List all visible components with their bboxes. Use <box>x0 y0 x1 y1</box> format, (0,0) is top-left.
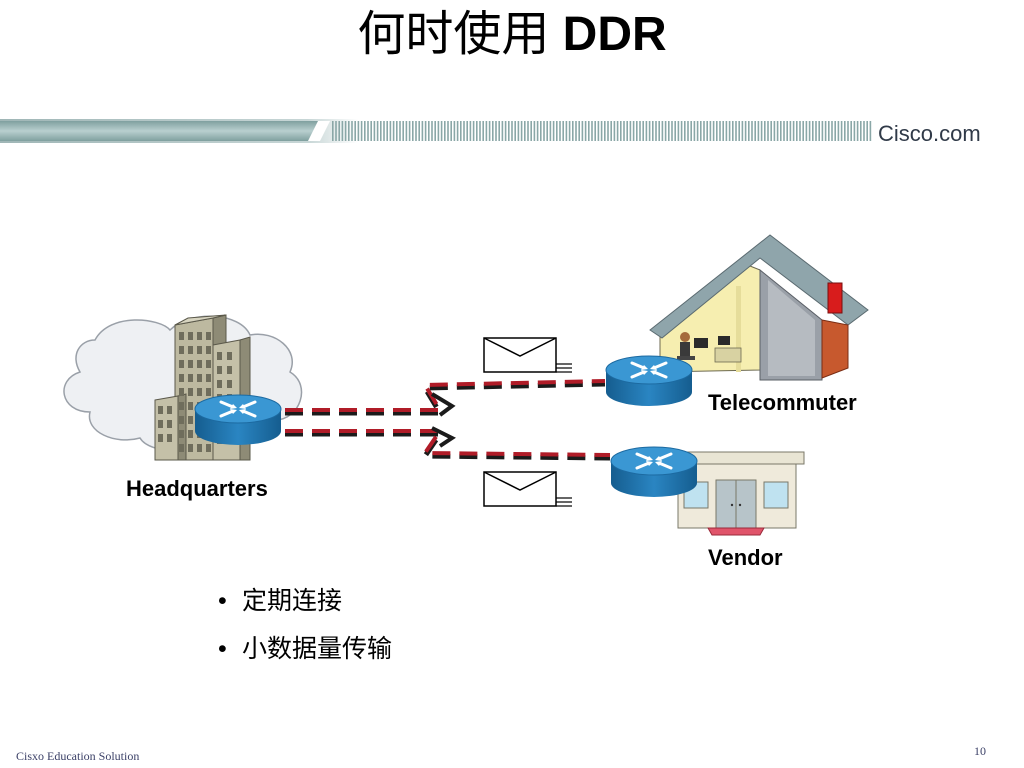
dialup-link-vendor <box>285 426 611 461</box>
label-headquarters: Headquarters <box>126 476 268 501</box>
telecommuter-house-icon <box>649 234 869 381</box>
bullet-dot-icon: • <box>218 587 227 615</box>
bullet-text: 定期连接 <box>242 586 343 615</box>
bullet-list: • 定期连接 • 小数据量传输 <box>218 577 392 673</box>
envelope-icon-vendor <box>483 471 573 507</box>
slide-title-latin: DDR <box>562 8 667 61</box>
envelope-icon-telecommuter <box>483 337 573 373</box>
label-telecommuter: Telecommuter <box>708 390 857 415</box>
bullet-text: 小数据量传输 <box>242 634 393 663</box>
footer-text: Cisxo Education Solution <box>16 749 140 763</box>
bullet-dot-icon: • <box>218 635 227 663</box>
router-icon-telecommuter <box>604 354 694 408</box>
cisco-logo: Cisco.com <box>878 121 981 146</box>
vendor-building-icon <box>671 451 805 536</box>
dialup-link-telecommuter <box>285 379 606 417</box>
router-icon-headquarters <box>193 393 283 447</box>
label-vendor: Vendor <box>708 545 783 570</box>
page-number: 10 <box>974 744 986 758</box>
slide-title-cjk: 何时使用 <box>357 6 550 62</box>
slide-title: 何时使用 DDR <box>0 2 1024 67</box>
bullet-item: • 定期连接 <box>218 577 392 625</box>
router-icon-vendor <box>609 445 699 499</box>
header-banner <box>0 119 1024 143</box>
bullet-item: • 小数据量传输 <box>218 625 392 673</box>
